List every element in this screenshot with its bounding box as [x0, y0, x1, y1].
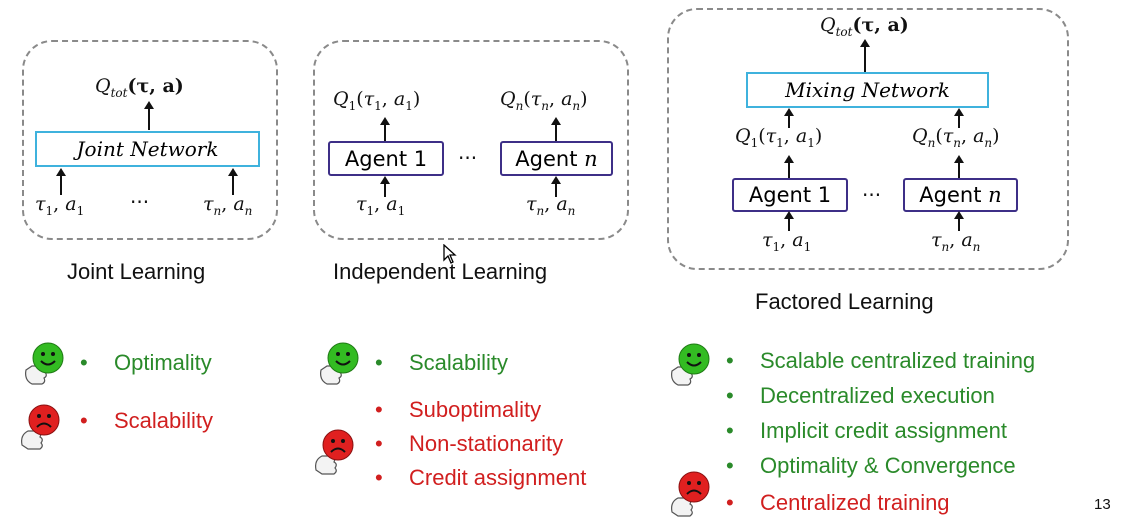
thumbs-down-frown-icon: [315, 429, 354, 475]
mixing-network-box: Mixing Network: [746, 72, 989, 108]
factored-input-n: τn, an: [931, 229, 981, 254]
thumbs-up-smiley-icon: [671, 343, 710, 386]
independent-arrow-out-1: [380, 117, 390, 141]
factored-ellipsis: ···: [862, 183, 882, 207]
joint-network-label: Joint Network: [76, 137, 219, 161]
independent-arrow-in-n: [551, 176, 561, 197]
factored-pro-item: •Optimality & Convergence: [726, 453, 1016, 478]
page-number: 13: [1094, 496, 1111, 513]
thumbs-down-frown-icon: [671, 471, 710, 517]
factored-con-item: •Centralized training: [726, 490, 950, 515]
factored-arrow-out: [860, 39, 870, 72]
independent-input-1: τ1, a1: [356, 193, 406, 218]
thumbs-down-frown-icon: [21, 404, 60, 450]
independent-con-item: •Non-stationarity: [375, 431, 564, 456]
factored-arrow-mix-1: [784, 108, 794, 128]
independent-panel: [313, 40, 629, 240]
independent-con-item: •Suboptimality: [375, 397, 542, 422]
independent-q-1: Q1(τ1, a1): [333, 88, 421, 113]
independent-caption: Independent Learning: [333, 259, 548, 284]
factored-agent-1-label: Agent 1: [748, 183, 832, 207]
factored-arrow-out-n: [954, 155, 964, 178]
factored-panel: [667, 8, 1069, 270]
joint-input-1: τ1, a1: [35, 193, 85, 218]
factored-agent-n-label: Agent n: [919, 183, 1002, 207]
joint-ellipsis: ···: [130, 190, 150, 214]
factored-q-tot: Qtot(τ, a): [820, 14, 909, 39]
joint-con-item: •Scalability: [80, 408, 214, 433]
joint-input-n: τn, an: [203, 193, 253, 218]
factored-caption: Factored Learning: [755, 289, 934, 314]
independent-agent-1-label: Agent 1: [344, 146, 428, 171]
joint-q-tot: Qtot(τ, a): [95, 75, 184, 100]
factored-arrow-in-1: [784, 211, 794, 231]
joint-panel: [22, 40, 278, 240]
independent-arrow-out-n: [551, 117, 561, 141]
joint-arrow-out: [144, 101, 154, 130]
factored-arrow-mix-n: [954, 108, 964, 128]
factored-pro-item: •Scalable centralized training: [726, 348, 1036, 373]
factored-q-1: Q1(τ1, a1): [735, 125, 823, 150]
thumbs-up-smiley-icon: [25, 342, 64, 385]
factored-agent-n-box: Agent n: [903, 178, 1018, 212]
factored-pro-item: •Implicit credit assignment: [726, 418, 1007, 443]
factored-arrow-in-n: [954, 211, 964, 231]
independent-input-n: τn, an: [526, 193, 576, 218]
joint-arrow-in-1: [56, 168, 66, 195]
independent-con-item: •Credit assignment: [375, 465, 587, 490]
mouse-cursor-icon: [443, 244, 457, 264]
joint-arrow-in-n: [228, 168, 238, 195]
joint-network-box: Joint Network: [35, 131, 260, 167]
joint-caption: Joint Learning: [67, 259, 206, 284]
independent-ellipsis: ···: [458, 146, 478, 170]
thumbs-up-smiley-icon: [320, 342, 359, 385]
independent-agent-n-label: Agent n: [515, 146, 598, 171]
factored-pro-item: •Decentralized execution: [726, 383, 995, 408]
factored-agent-1-box: Agent 1: [732, 178, 848, 212]
factored-input-1: τ1, a1: [762, 229, 812, 254]
independent-q-n: Qn(τn, an): [500, 88, 588, 113]
joint-pro-item: •Optimality: [80, 350, 212, 375]
mixing-network-label: Mixing Network: [785, 78, 950, 102]
factored-q-n: Qn(τn, an): [912, 125, 1000, 150]
factored-arrow-out-1: [784, 155, 794, 178]
independent-agent-1-box: Agent 1: [328, 141, 444, 176]
independent-pro-item: •Scalability: [375, 350, 509, 375]
independent-agent-n-box: Agent n: [500, 141, 613, 176]
independent-arrow-in-1: [380, 176, 390, 197]
